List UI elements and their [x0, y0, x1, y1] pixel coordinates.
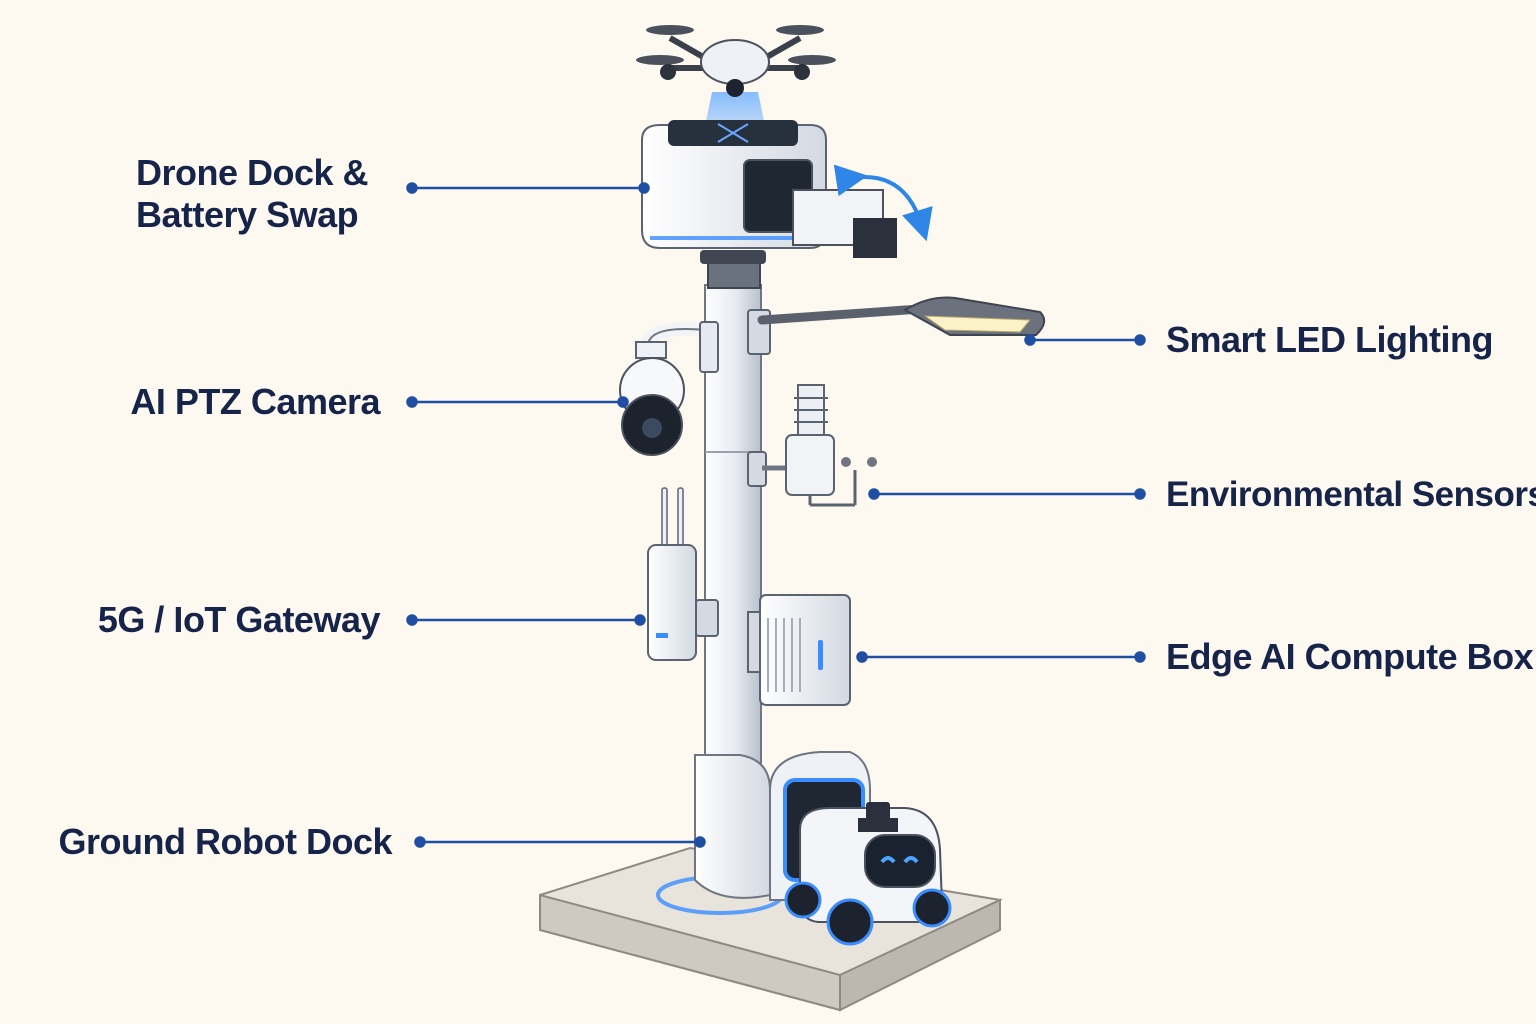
environmental-sensors — [747, 384, 877, 507]
label-smart-led-lighting: Smart LED Lighting — [1166, 319, 1494, 360]
iot-gateway — [647, 487, 719, 661]
leader-lines — [406, 182, 1146, 848]
pole-shaft — [700, 250, 766, 766]
label-drone-dock-line2: Battery Swap — [136, 194, 359, 235]
edge-compute-box — [747, 594, 851, 706]
label-ground-robot-dock: Ground Robot Dock — [58, 821, 393, 862]
label-gateway: 5G / IoT Gateway — [97, 599, 381, 640]
label-environmental-sensors: Environmental Sensors — [1166, 475, 1536, 514]
label-edge-ai-compute-box: Edge AI Compute Box — [1166, 636, 1534, 677]
label-ai-ptz-camera: AI PTZ Camera — [130, 381, 380, 422]
led-street-light — [747, 296, 1046, 355]
ground-robot — [784, 802, 952, 946]
label-drone-dock: Drone Dock & Battery Swap — [120, 152, 375, 236]
drone-dock-box — [641, 120, 933, 258]
ptz-camera — [619, 321, 719, 456]
label-drone-dock-line1: Drone Dock & — [136, 152, 369, 193]
